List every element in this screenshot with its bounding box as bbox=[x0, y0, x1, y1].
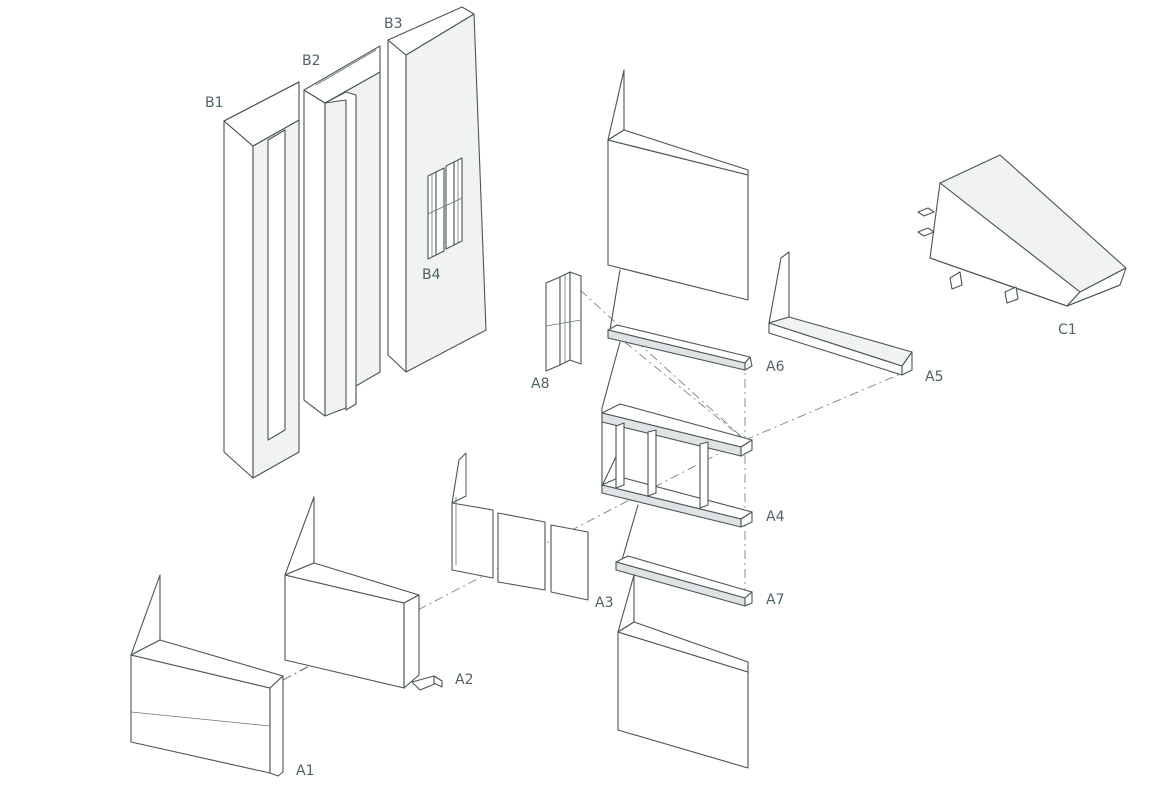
part-a6-rail bbox=[607, 324, 753, 371]
label-c1: C1 bbox=[1058, 322, 1077, 338]
label-a3: A3 bbox=[595, 595, 613, 611]
label-a1: A1 bbox=[296, 763, 314, 779]
label-b4: B4 bbox=[422, 267, 441, 283]
label-b1: B1 bbox=[205, 95, 224, 111]
part-a2 bbox=[284, 496, 443, 691]
label-a8: A8 bbox=[531, 376, 549, 392]
part-b1 bbox=[223, 81, 300, 479]
part-a7-lower-panel bbox=[617, 574, 749, 769]
label-a7: A7 bbox=[766, 592, 784, 608]
label-b3: B3 bbox=[384, 16, 403, 32]
label-a4: A4 bbox=[766, 509, 785, 525]
part-a5 bbox=[768, 251, 913, 376]
part-a4-frame bbox=[601, 341, 753, 528]
part-c1 bbox=[917, 154, 1127, 307]
label-a2: A2 bbox=[455, 672, 473, 688]
label-a5: A5 bbox=[925, 369, 943, 385]
part-a6-upper-panel bbox=[607, 69, 749, 361]
part-a1 bbox=[130, 574, 284, 777]
part-a8 bbox=[545, 271, 582, 372]
part-a3 bbox=[451, 452, 589, 601]
part-b4 bbox=[427, 157, 463, 260]
part-b2 bbox=[303, 45, 381, 417]
label-b2: B2 bbox=[302, 53, 321, 69]
part-a7-rail bbox=[615, 504, 753, 607]
part-labels: B1 B2 B3 B4 A8 A6 A5 A4 A7 A3 A2 A1 C1 bbox=[205, 16, 1077, 779]
label-a6: A6 bbox=[766, 359, 785, 375]
